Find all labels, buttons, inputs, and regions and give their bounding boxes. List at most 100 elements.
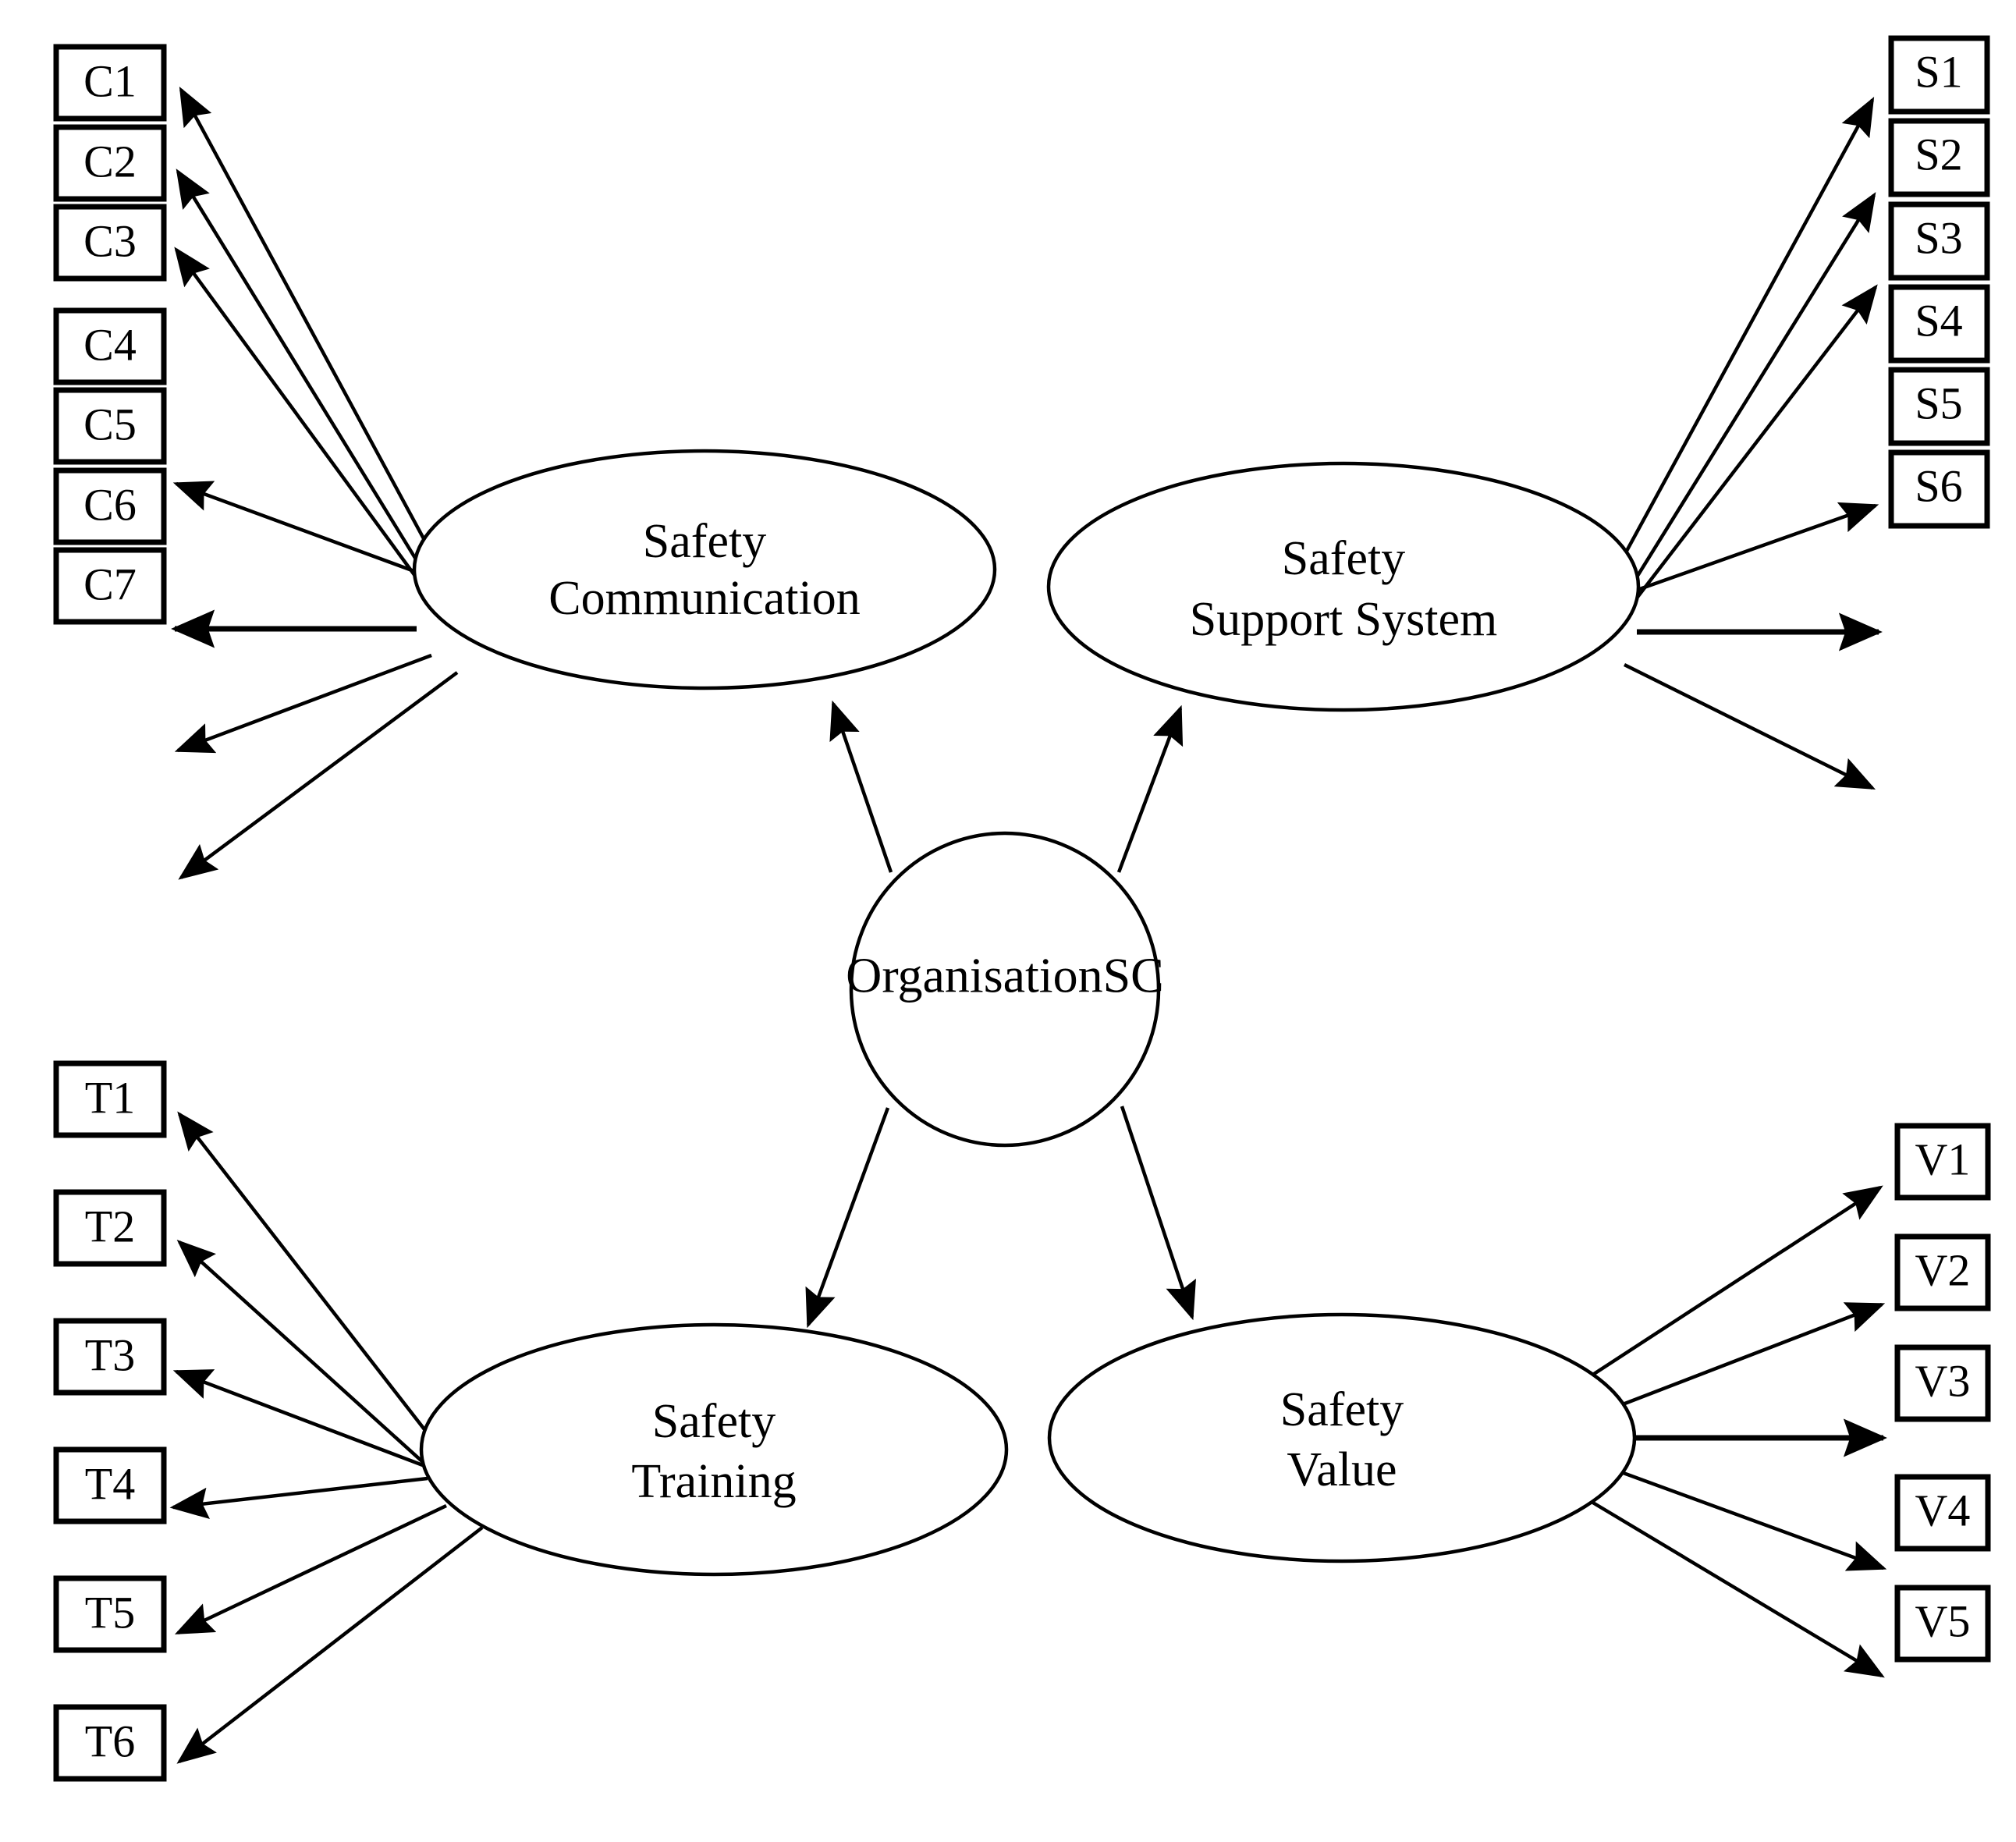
indicator-box-rect[interactable] [53,467,167,545]
indicator-box-rect[interactable] [53,1318,167,1396]
indicator-box-rect[interactable] [1888,201,1990,281]
edge-safety-support-system-to-S6 [1623,662,1876,790]
indicator-box-V5[interactable]: V5 [1894,1585,1991,1663]
indicator-group-support-system: S1 S2 S3 S4 S5 S6 [1888,35,1990,529]
edge-safety-training-to-T2 [176,1239,449,1486]
latent-safety-training[interactable]: Safety Training [419,1322,1009,1577]
indicator-box-T2[interactable]: T2 [53,1189,167,1267]
indicator-box-S4[interactable]: S4 [1888,284,1990,364]
indicator-box-rect[interactable] [53,307,167,385]
indicator-box-S5[interactable]: S5 [1888,367,1990,446]
indicator-box-V2[interactable]: V2 [1894,1233,1991,1311]
indicator-box-S6[interactable]: S6 [1888,449,1990,529]
indicator-label: T4 [85,1458,135,1509]
safety-training-label-line1: Safety [652,1395,776,1448]
indicator-box-rect[interactable] [53,547,167,625]
indicator-box-C2[interactable]: C2 [53,124,167,202]
indicator-box-T4[interactable]: T4 [53,1446,167,1524]
edge-organisationsc-to-safety-training [805,1107,890,1329]
indicator-box-rect[interactable] [53,1189,167,1267]
indicator-box-C5[interactable]: C5 [53,387,167,465]
indicator-label: V5 [1915,1595,1971,1646]
indicator-box-C1[interactable]: C1 [53,44,167,122]
safety-value-ellipse[interactable] [1047,1312,1637,1563]
indicator-box-rect[interactable] [53,1060,167,1138]
indicator-box-V1[interactable]: V1 [1894,1123,1991,1201]
indicator-box-rect[interactable] [1894,1123,1991,1201]
indicator-label: V2 [1915,1244,1971,1295]
indicator-box-T6[interactable]: T6 [53,1704,167,1782]
indicator-label: C2 [83,136,137,186]
indicator-label: V4 [1915,1485,1971,1535]
safety-training-label-line2: Training [631,1455,796,1508]
indicator-box-rect[interactable] [1888,367,1990,446]
indicator-label: C6 [83,479,137,530]
indicator-box-S2[interactable]: S2 [1888,118,1990,197]
indicator-box-S3[interactable]: S3 [1888,201,1990,281]
indicator-box-C6[interactable]: C6 [53,467,167,545]
indicator-label: S6 [1915,460,1962,511]
indicator-box-rect[interactable] [53,1446,167,1524]
edges-second-order [805,700,1196,1329]
latent-safety-communication[interactable]: Safety Communication [412,449,997,690]
indicator-box-rect[interactable] [1888,449,1990,529]
safety-support-system-label-line2: Support System [1190,593,1497,646]
indicator-label: T5 [85,1587,135,1638]
safety-training-ellipse[interactable] [419,1322,1009,1577]
indicator-box-rect[interactable] [1888,284,1990,364]
indicator-box-rect[interactable] [53,44,167,122]
indicator-box-T3[interactable]: T3 [53,1318,167,1396]
safety-support-system-ellipse[interactable] [1046,461,1641,712]
latent-safety-value[interactable]: Safety Value [1047,1312,1637,1563]
indicator-box-rect[interactable] [1894,1344,1991,1422]
organisation-sc-label: OrganisationSC [846,948,1164,1003]
indicator-box-T1[interactable]: T1 [53,1060,167,1138]
edge-safety-training-to-T3 [172,1369,428,1469]
indicator-box-C7[interactable]: C7 [53,547,167,625]
edge-safety-training-to-T4 [169,1476,428,1520]
indicator-box-rect[interactable] [1894,1474,1991,1552]
indicator-box-V3[interactable]: V3 [1894,1344,1991,1422]
latent-safety-support-system[interactable]: Safety Support System [1046,461,1641,712]
safety-value-label-line1: Safety [1280,1383,1404,1436]
edge-safety-value-to-V5 [1590,1500,1885,1678]
indicator-box-T5[interactable]: T5 [53,1575,167,1653]
indicator-label: S1 [1915,46,1962,97]
safety-communication-label-line1: Safety [643,515,766,568]
indicator-box-rect[interactable] [53,387,167,465]
indicator-label: C4 [83,319,137,370]
indicator-box-rect[interactable] [1894,1585,1991,1663]
organisation-sc-ellipse[interactable] [849,831,1161,1148]
indicator-label: S4 [1915,295,1962,346]
indicator-box-rect[interactable] [1894,1233,1991,1311]
safety-value-label-line2: Value [1287,1443,1397,1496]
edge-safety-support-system-to-S2 [1600,192,1876,635]
edge-safety-communication-to-C2 [176,169,453,618]
indicator-box-S1[interactable]: S1 [1888,35,1990,115]
indicator-box-rect[interactable] [1888,118,1990,197]
edge-safety-value-to-V1 [1590,1185,1883,1377]
indicator-box-C3[interactable]: C3 [53,204,167,282]
indicator-label: T2 [85,1201,135,1251]
indicator-group-communication: C1 C2 C3 C4 C5 C6 [53,44,167,625]
safety-communication-ellipse[interactable] [412,449,997,690]
edge-safety-communication-to-C4 [172,481,419,575]
indicator-box-rect[interactable] [53,1704,167,1782]
indicator-label: T1 [85,1072,135,1123]
edges-safety-support-system [1568,97,1883,790]
indicator-label: V3 [1915,1355,1971,1406]
indicator-box-V4[interactable]: V4 [1894,1474,1991,1552]
indicator-box-rect[interactable] [53,1575,167,1653]
latent-organisation-sc[interactable]: OrganisationSC [846,831,1164,1148]
safety-communication-label-line2: Communication [548,572,861,625]
edge-safety-communication-to-C6 [174,653,432,754]
indicator-box-rect[interactable] [53,204,167,282]
indicator-box-rect[interactable] [1888,35,1990,115]
indicator-box-rect[interactable] [53,124,167,202]
edge-safety-support-system-to-S3 [1624,284,1878,615]
indicator-label: C3 [83,215,137,266]
indicator-label: T3 [85,1329,135,1380]
indicator-box-C4[interactable]: C4 [53,307,167,385]
